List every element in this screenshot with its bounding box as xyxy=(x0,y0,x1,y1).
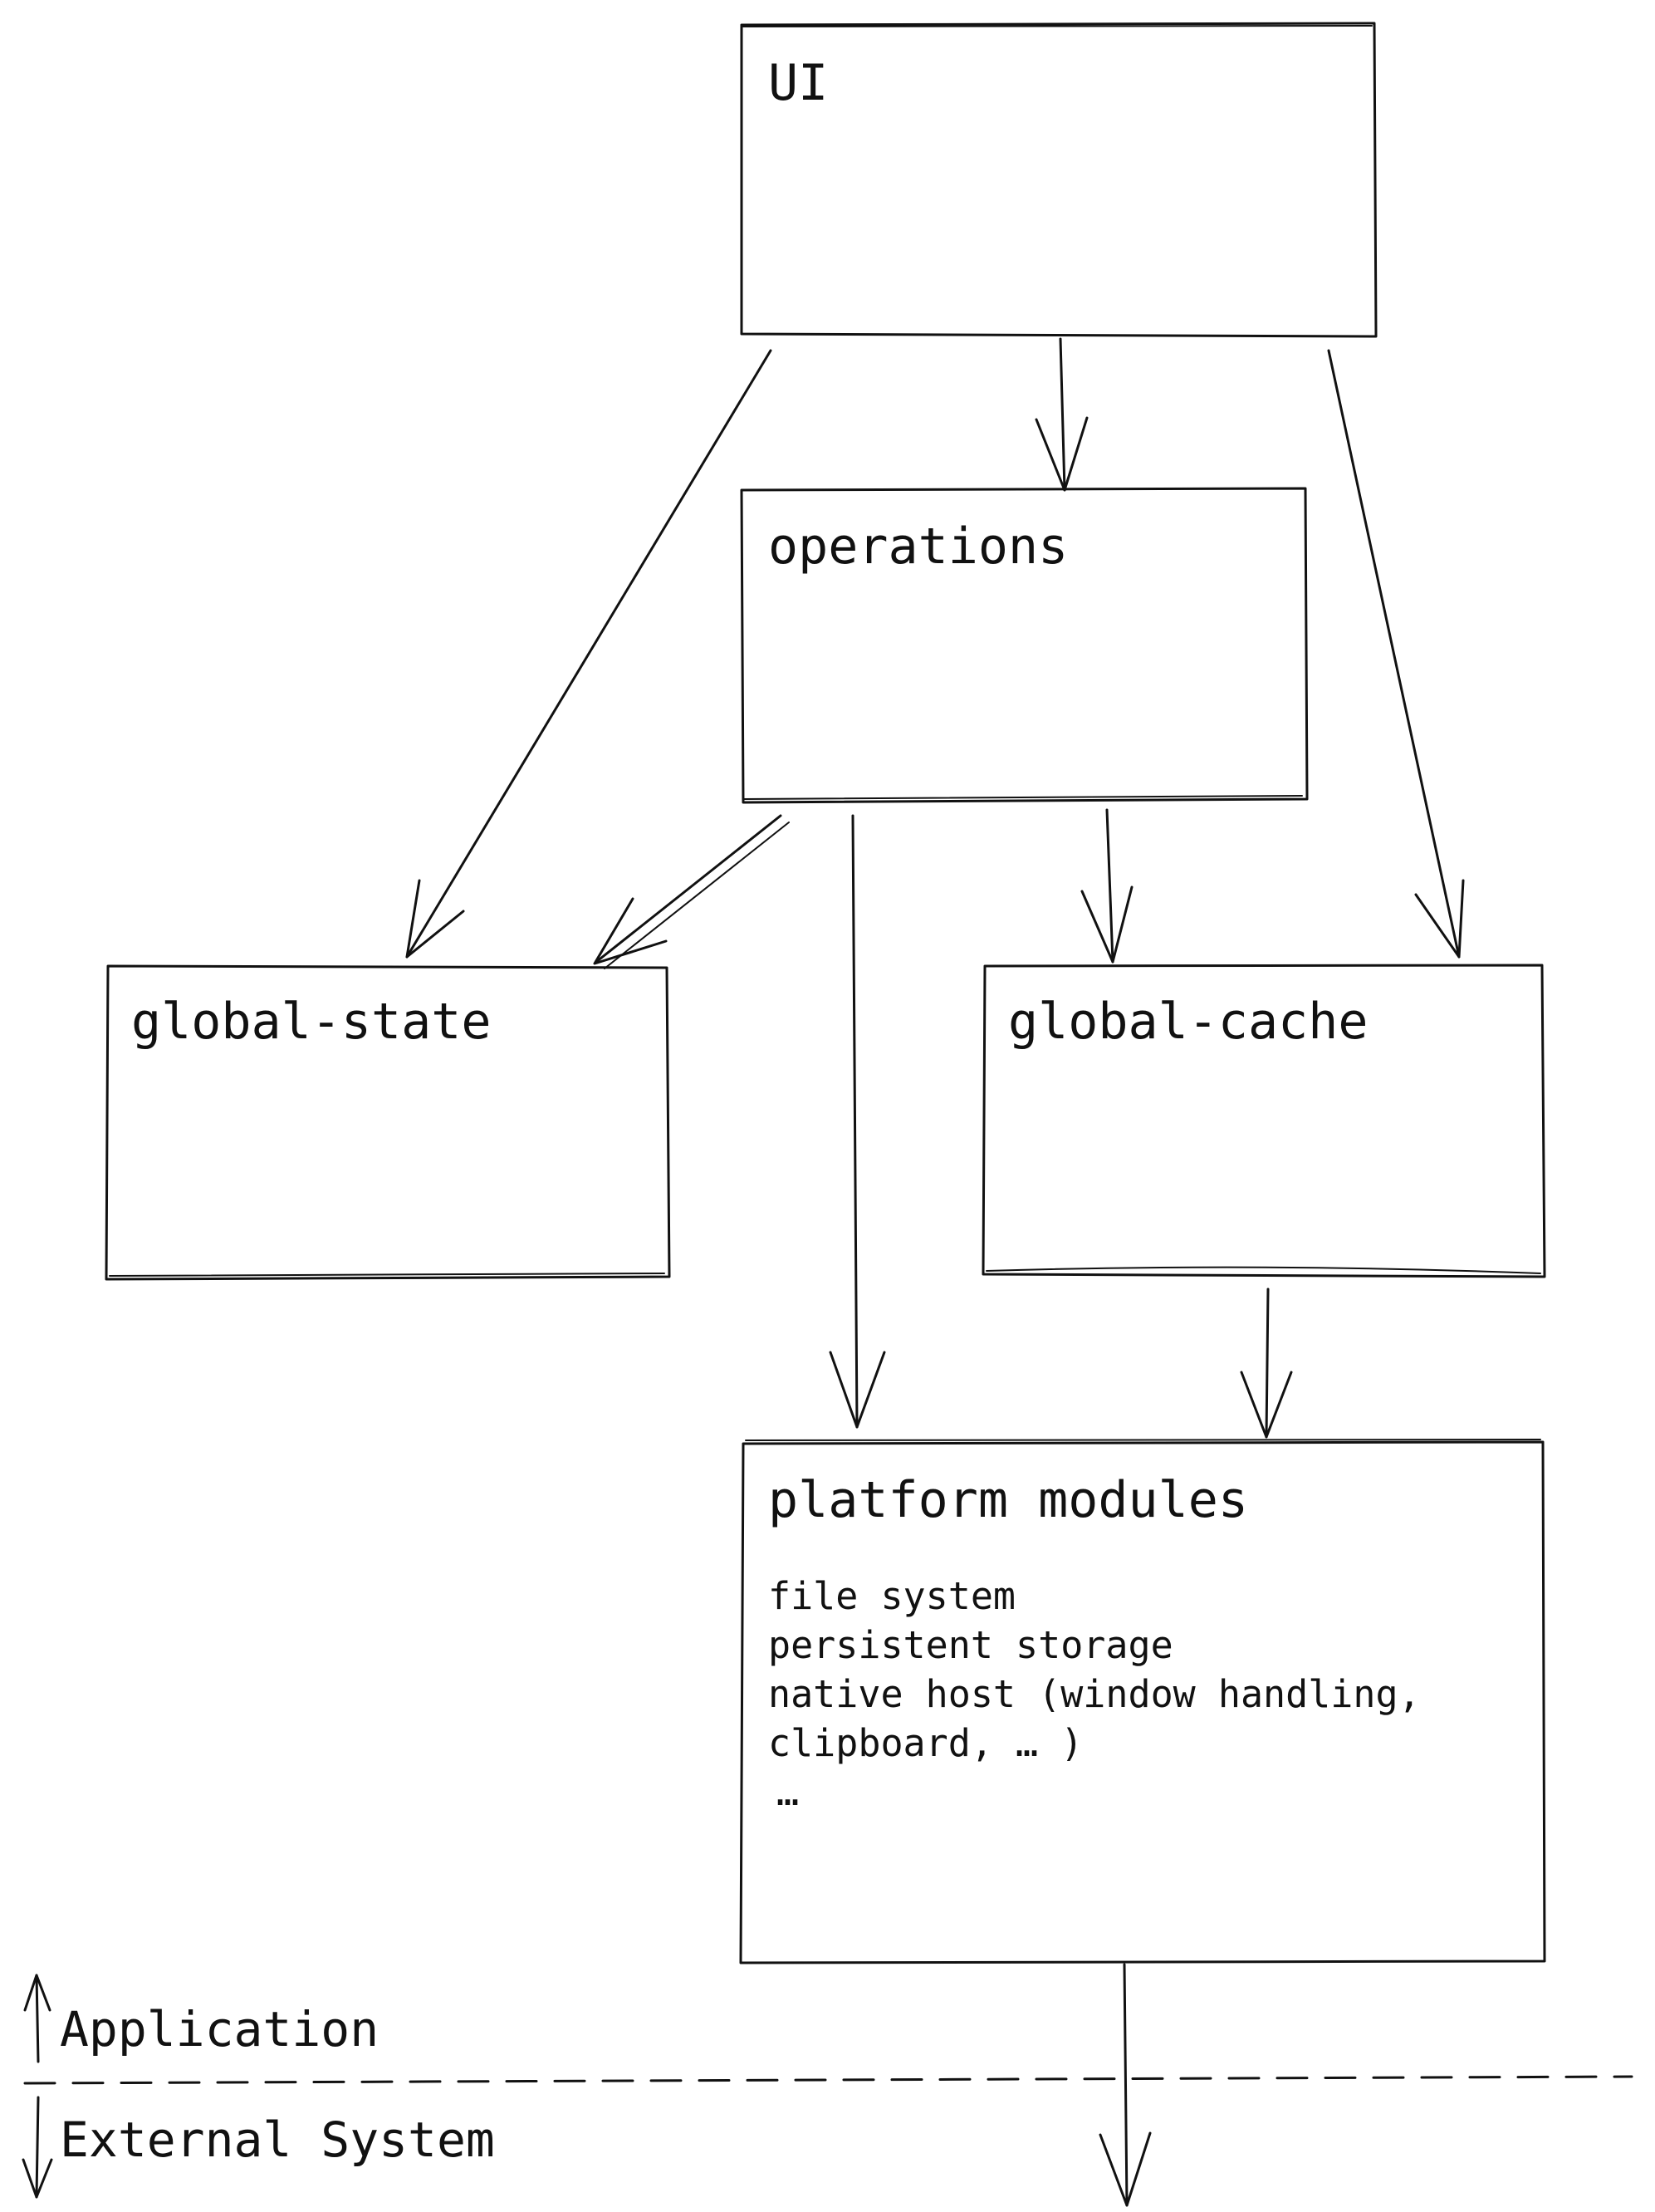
arrow-operations-to-global-cache xyxy=(1080,808,1134,964)
platform-modules-box: platform modules file system persistent … xyxy=(739,1439,1546,1964)
external-system-label: External System xyxy=(60,2111,495,2168)
arrow-global-cache-to-platform-modules xyxy=(1240,1287,1293,1439)
down-arrow-icon xyxy=(22,2096,53,2199)
global-cache-box-title: global-cache xyxy=(1008,993,1368,1051)
global-cache-box: global-cache xyxy=(982,964,1546,1278)
operations-box-title: operations xyxy=(768,517,1068,576)
arrow-operations-to-global-state xyxy=(593,814,790,969)
arrow-ui-to-global-cache xyxy=(1327,349,1465,959)
system-boundary: Application External System xyxy=(22,1974,1633,2199)
ui-box-title: UI xyxy=(768,54,828,112)
up-arrow-icon xyxy=(23,1974,51,2063)
global-state-box: global-state xyxy=(105,964,671,1281)
platform-module-item: clipboard, … ) xyxy=(768,1721,1083,1765)
arrow-platform-modules-to-external-system xyxy=(1099,1963,1152,2207)
operations-box: operations xyxy=(740,487,1309,804)
application-label: Application xyxy=(60,2001,379,2058)
ui-box: UI xyxy=(740,22,1378,338)
platform-module-item: … xyxy=(776,1770,799,1814)
boundary-dashed-line xyxy=(23,2075,1633,2085)
arrow-operations-to-platform-modules xyxy=(829,814,886,1429)
platform-modules-box-title: platform modules xyxy=(768,1471,1248,1529)
platform-module-item: file system xyxy=(768,1574,1016,1618)
arrow-ui-to-operations xyxy=(1035,337,1089,492)
platform-module-item: native host (window handling, xyxy=(768,1672,1421,1716)
global-state-box-title: global-state xyxy=(131,993,491,1051)
arrow-ui-to-global-state xyxy=(405,349,772,959)
platform-module-item: persistent storage xyxy=(768,1623,1173,1667)
